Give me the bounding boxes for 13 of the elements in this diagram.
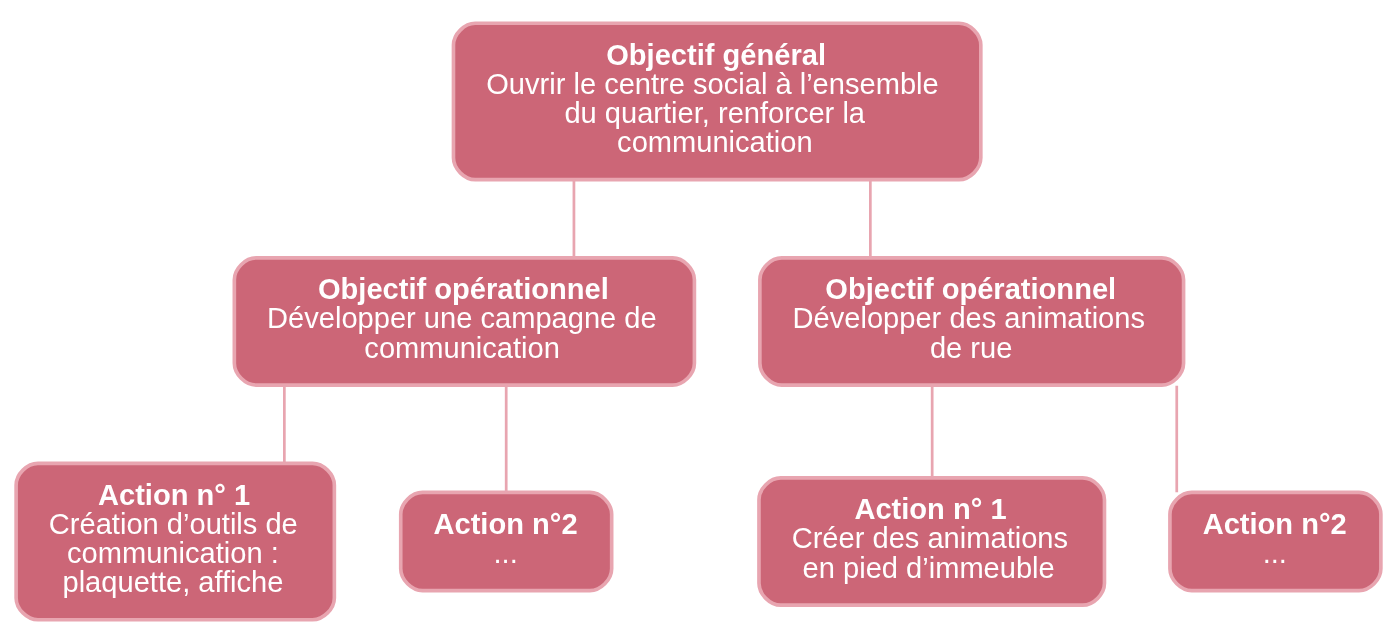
connector (504, 385, 508, 492)
node-box: Action n°2 ... (1168, 490, 1383, 592)
node-box: Objectif général Ouvrir le centre social à l’ensemble du quartier, renforcer la communication (451, 20, 983, 181)
node-box: Action n° 1 Créer des animations en pied d’immeuble (757, 475, 1107, 607)
connector (868, 179, 872, 257)
connector (930, 385, 934, 478)
connector (283, 385, 286, 463)
node-box: Objectif opérationnel Développer des animations de rue (758, 255, 1186, 387)
node-box: Objectif opérationnel Développer une campagne de communication (232, 255, 697, 387)
node-box: Action n° 1 Création d’outils de communication : plaquette, affiche (14, 461, 337, 622)
connector (572, 179, 576, 257)
node-box: Action n°2 ... (398, 490, 614, 592)
connector (1175, 385, 1179, 492)
